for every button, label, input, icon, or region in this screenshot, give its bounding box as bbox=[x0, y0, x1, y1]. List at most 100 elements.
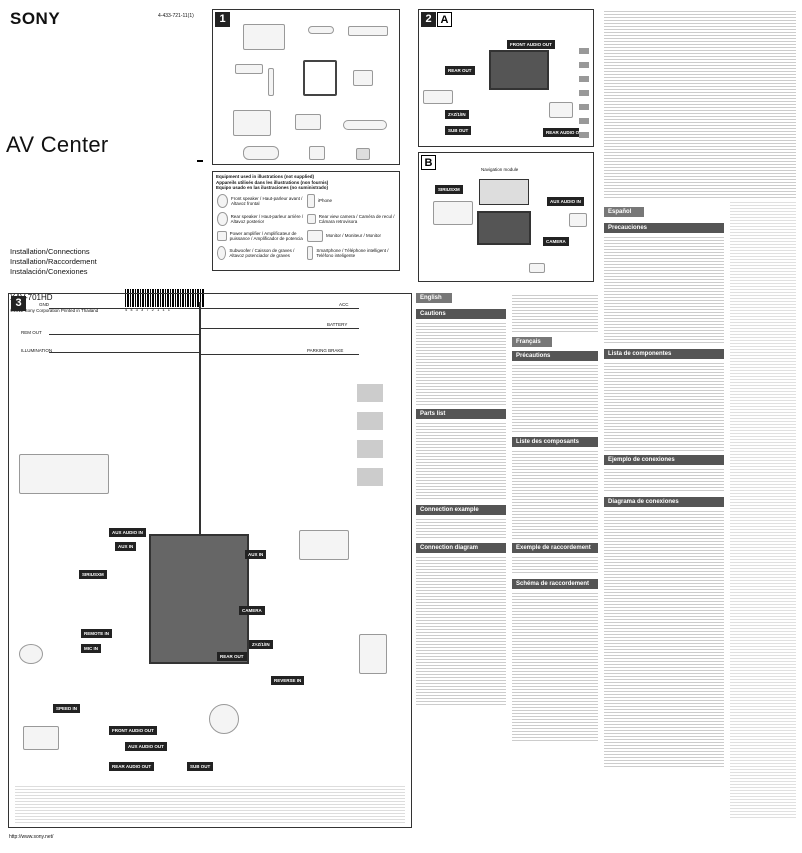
iphone-icon bbox=[307, 194, 315, 208]
equipment-item: iPhone bbox=[307, 194, 397, 208]
section-2a-letter: A bbox=[437, 12, 452, 27]
footer-url: http://www.sony.net/ bbox=[9, 834, 54, 840]
wire-illumination bbox=[49, 352, 199, 353]
label-zz: Z×Z/1/IN bbox=[445, 110, 469, 119]
label-aux-audio-in: AUX AUDIO IN bbox=[547, 197, 584, 206]
label-reverse-in: REVERSE IN bbox=[271, 676, 305, 685]
heading-lista: Lista de componentes bbox=[604, 349, 724, 359]
precauciones-text bbox=[604, 235, 724, 345]
model-number: XAV-701HD bbox=[10, 293, 53, 302]
satellite-tuner bbox=[433, 201, 473, 225]
heading-precauciones: Precauciones bbox=[604, 223, 724, 233]
heading-connection-diagram: Connection diagram bbox=[416, 543, 506, 553]
subtitle-en: Installation/Connections bbox=[10, 247, 90, 256]
equipment-item: Smartphone / Téléphone intelligent / Tel… bbox=[307, 246, 397, 260]
label-rear-audio-out: REAR AUDIO OUT bbox=[543, 128, 589, 137]
label-mic-in: MIC IN bbox=[81, 644, 101, 653]
mount-part bbox=[233, 110, 271, 136]
lang-english: English bbox=[416, 293, 452, 303]
amplifier-icon bbox=[217, 231, 227, 241]
key-part bbox=[268, 68, 274, 96]
label-acc: ACC bbox=[339, 302, 349, 307]
label-remote-in: REMOTE IN bbox=[81, 629, 113, 638]
label-aux-audio-in-3: AUX AUDIO IN bbox=[109, 528, 146, 537]
connection-diagram-text bbox=[416, 555, 506, 705]
label-sub-out-3: SUB OUT bbox=[187, 762, 214, 771]
equipment-item: Front speaker / Haut-parleur avant / Alt… bbox=[217, 194, 307, 208]
footnotes bbox=[15, 784, 405, 824]
heading-precautions: Précautions bbox=[512, 351, 598, 361]
french-column: Français Précautions Liste des composant… bbox=[512, 293, 598, 831]
cable-part bbox=[348, 26, 388, 36]
label-aux-in: AUX IN bbox=[115, 542, 137, 551]
remote-part bbox=[309, 146, 325, 160]
section-2b-letter: B bbox=[421, 155, 436, 170]
smartphone-icon bbox=[307, 246, 314, 260]
equipment-title-es: Equipo usado en las ilustraciones (no su… bbox=[216, 185, 329, 190]
label-camera-3: CAMERA bbox=[239, 606, 265, 615]
subtitle-fr: Installation/Raccordement bbox=[10, 257, 97, 266]
french-continued-text bbox=[604, 9, 796, 199]
equipment-title-fr: Appareils utilisés dans les illustration… bbox=[216, 179, 329, 185]
monitor-icon bbox=[307, 230, 323, 242]
label-rear-out-3: REAR OUT bbox=[217, 652, 247, 661]
section-3-wiring: 3 GND REM OUT ILLUMINATION ACC BATTERY P… bbox=[8, 293, 412, 828]
cautions-text bbox=[416, 321, 506, 405]
monitor-icon bbox=[423, 90, 453, 104]
english-continued-text bbox=[512, 293, 598, 333]
amplifier-icon bbox=[549, 102, 573, 118]
speaker-column bbox=[357, 374, 383, 494]
connection-example-text bbox=[416, 517, 506, 539]
label-nav-module: Navigation module bbox=[481, 167, 519, 172]
parts-list-text bbox=[416, 421, 506, 501]
wire-rem bbox=[49, 334, 199, 335]
sony-logo: SONY bbox=[10, 9, 61, 28]
label-camera: CAMERA bbox=[543, 237, 569, 246]
label-illumination: ILLUMINATION bbox=[21, 348, 53, 353]
connector-part bbox=[308, 26, 334, 34]
heading-cautions: Cautions bbox=[416, 309, 506, 319]
diagrama-text bbox=[604, 509, 724, 769]
heading-diagrama: Diagrama de conexiones bbox=[604, 497, 724, 507]
barcode-number: 4 4 3 3 7 2 1 1 1 bbox=[125, 307, 171, 312]
wire-parking bbox=[199, 354, 359, 355]
equipment-item: Rear speaker / Haut-parleur arrière / Al… bbox=[217, 212, 307, 226]
navigation-module bbox=[479, 179, 529, 205]
equipment-title-en: Equipment used in illustrations (not sup… bbox=[216, 174, 315, 179]
spanish-side-text bbox=[730, 200, 796, 820]
equipment-item: Subwoofer / Caisson de graves / Altavoz … bbox=[217, 246, 307, 260]
label-rear-audio-out-3: REAR AUDIO OUT bbox=[109, 762, 155, 771]
wire-part bbox=[343, 120, 387, 130]
ejemplo-text bbox=[604, 467, 724, 493]
label-siriusxm: SIRIUSXM bbox=[435, 185, 463, 194]
camera-icon bbox=[307, 214, 316, 224]
satellite-radio-box bbox=[19, 454, 109, 494]
label-speed-in: SPEED IN bbox=[53, 704, 81, 713]
av-unit-rear bbox=[489, 50, 549, 90]
label-parking-brake: PARKING BRAKE bbox=[307, 348, 344, 353]
video-camera-icon bbox=[299, 530, 349, 560]
wire-battery bbox=[199, 328, 359, 329]
schema-text bbox=[512, 591, 598, 741]
subtitle-es: Instalación/Conexiones bbox=[10, 267, 88, 276]
label-battery: BATTERY bbox=[327, 322, 348, 327]
mic-part bbox=[295, 114, 321, 130]
label-front-audio-out-3: FRONT AUDIO OUT bbox=[109, 726, 157, 735]
precautions-text bbox=[512, 363, 598, 433]
label-aux-in-right: AUX IN bbox=[245, 550, 267, 559]
section-1-parts: 1 bbox=[212, 9, 400, 165]
label-rem-out: REM OUT bbox=[21, 330, 42, 335]
camera-icon bbox=[529, 263, 545, 273]
heading-parts-list: Parts list bbox=[416, 409, 506, 419]
speaker-icon bbox=[217, 212, 228, 226]
amplifier-icon bbox=[23, 726, 59, 750]
heading-ejemplo: Ejemplo de conexiones bbox=[604, 455, 724, 465]
head-unit bbox=[149, 534, 249, 664]
section-3-number: 3 bbox=[11, 296, 26, 311]
english-column: English Cautions Parts list Connection e… bbox=[416, 293, 506, 831]
harness-trunk bbox=[199, 302, 201, 662]
label-sub-out: SUB OUT bbox=[445, 126, 472, 135]
mounting-sleeve-part bbox=[243, 24, 285, 50]
equipment-item: Rear view camera / Caméra de recul / Cám… bbox=[307, 212, 397, 226]
equipment-item: Power amplifier / Amplificateur de puiss… bbox=[217, 230, 307, 242]
